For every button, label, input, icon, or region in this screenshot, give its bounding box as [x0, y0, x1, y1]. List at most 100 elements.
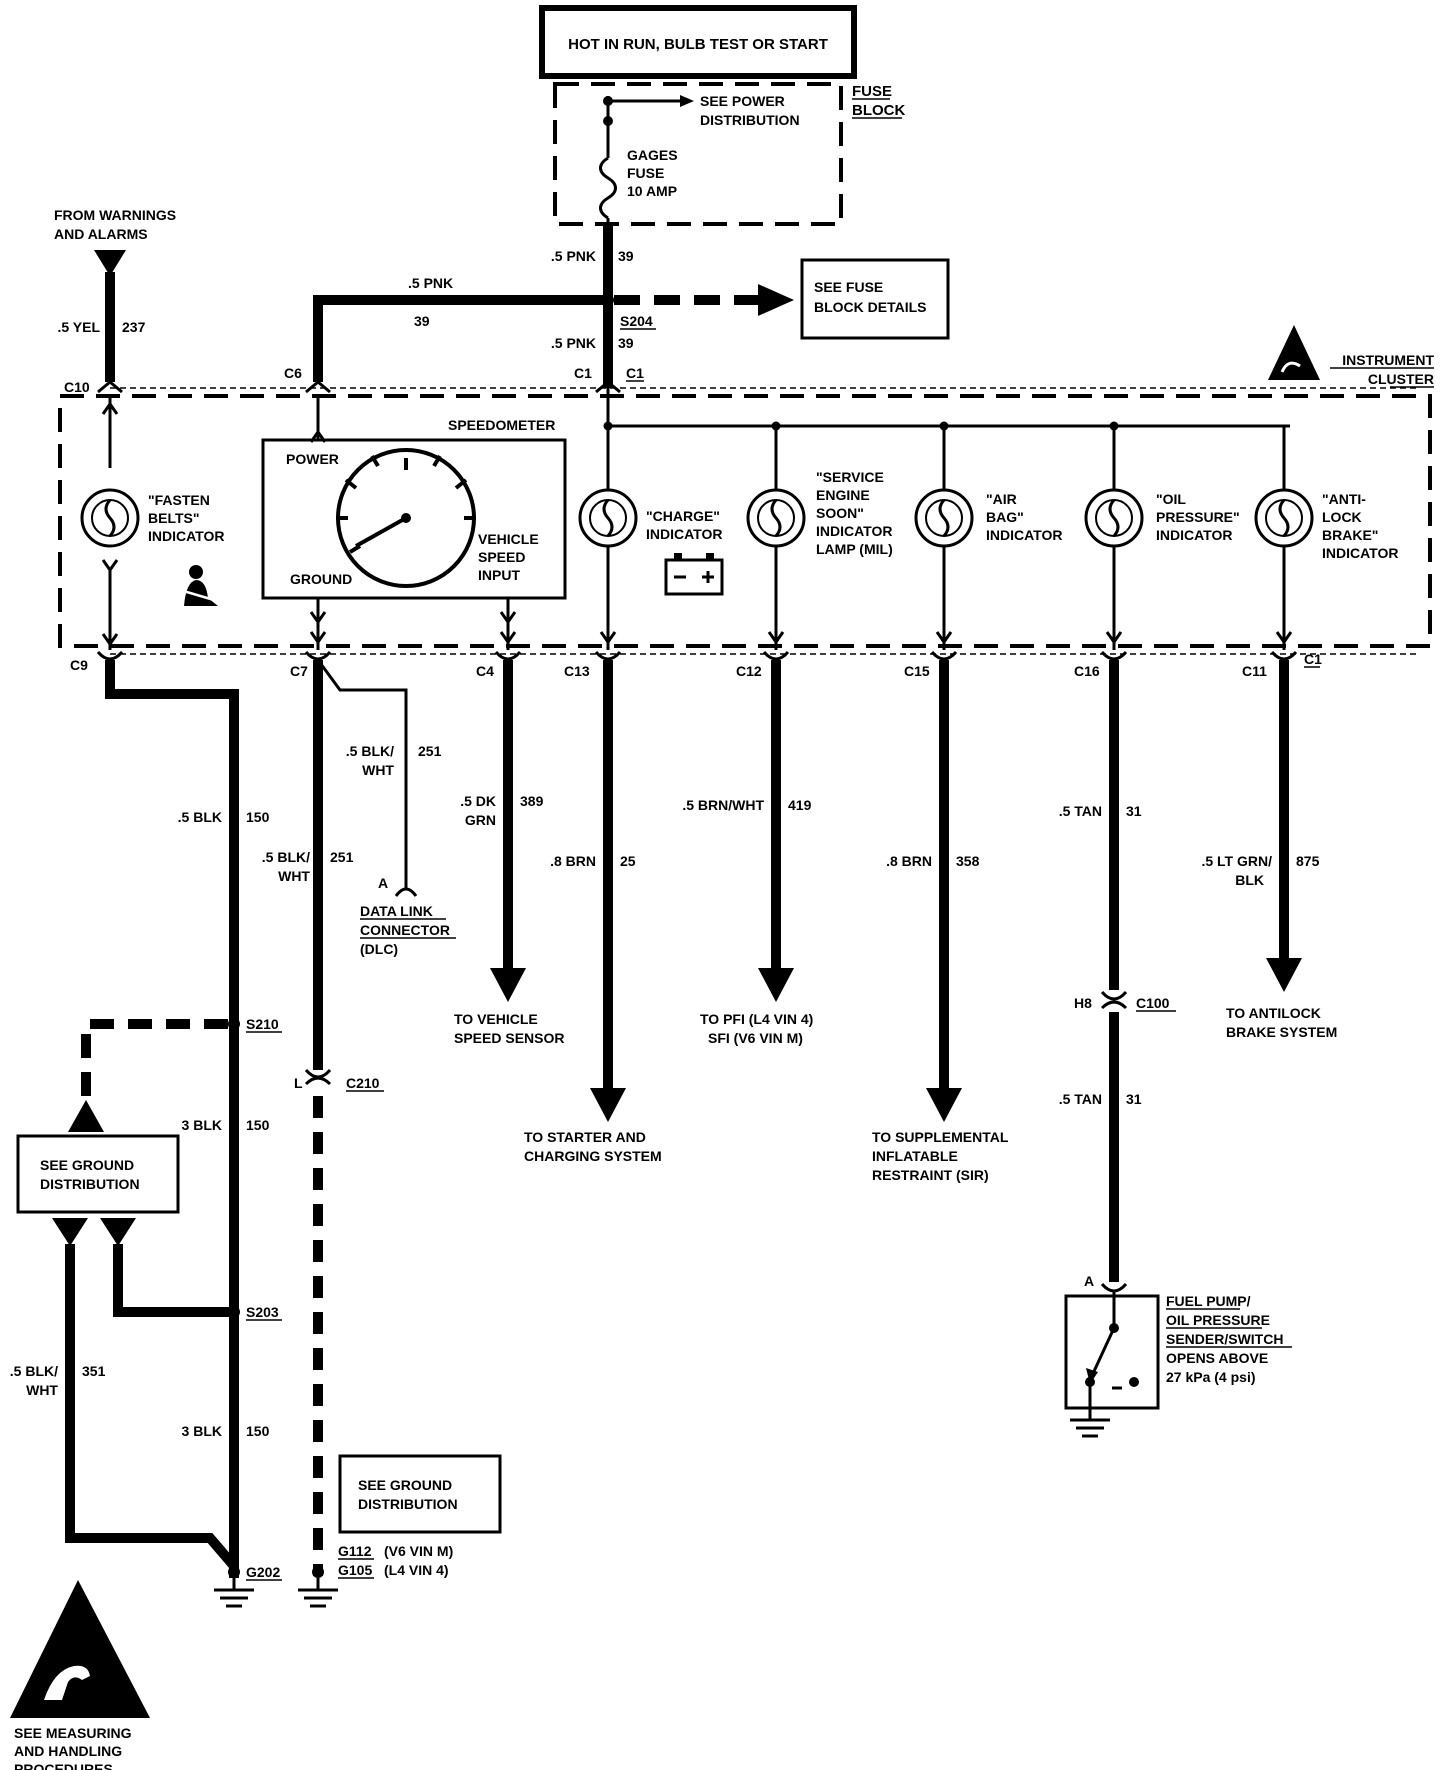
- wire-gnd-c-color: .5 BLK/WHT: [10, 1363, 59, 1398]
- from-warnings-arrow: [94, 250, 126, 276]
- wire-c16b-color: .5 TAN: [1059, 1091, 1102, 1107]
- ground-g202: G202: [246, 1564, 280, 1580]
- airbag-indicator: [914, 426, 974, 650]
- wire-pnk-circuit-1: 39: [618, 248, 634, 264]
- wire-gnd-a-circuit: 150: [246, 1117, 270, 1133]
- vss-arrow: [490, 968, 526, 1002]
- power-source-box: [539, 5, 857, 79]
- power-distribution-arrow: [680, 95, 694, 107]
- splice-s204-label: S204: [620, 313, 653, 329]
- wire-c7-dlc-circuit: 251: [418, 743, 442, 759]
- starter-arrow: [590, 1088, 626, 1122]
- wire-yel-circuit: 237: [122, 319, 146, 335]
- wire-c16-color: .5 TAN: [1059, 803, 1102, 819]
- wire-gnd-s203: [113, 1244, 234, 1317]
- connector-c11: C11: [1242, 663, 1267, 679]
- abs-arrow: [1266, 958, 1302, 992]
- connector-c15: C15: [904, 663, 930, 679]
- connector-c10: C10: [64, 379, 90, 395]
- esd-warning-icon: [10, 1580, 150, 1718]
- dlc-pin: A: [378, 875, 388, 891]
- wire-c4-circuit: 389: [520, 793, 544, 809]
- connector-c6: C6: [284, 365, 302, 381]
- wire-c13-circuit: 25: [620, 853, 636, 869]
- wire-c12-color: .5 BRN/WHT: [682, 797, 764, 813]
- wire-blk-150: [105, 660, 239, 1578]
- splice-s203-dot: [228, 1306, 240, 1318]
- connector-c210-pin: L: [294, 1075, 303, 1091]
- splice-s210-label: S210: [246, 1016, 279, 1032]
- g112-dot: [312, 1566, 324, 1578]
- wire-c13-color: .8 BRN: [550, 853, 596, 869]
- splice-s210-dot: [228, 1018, 240, 1030]
- ground-up-arrow: [68, 1100, 104, 1132]
- oil-pressure-indicator: [1084, 426, 1144, 650]
- ground-g112-note: (V6 VIN M): [384, 1543, 453, 1559]
- wire-c12-circuit: 419: [788, 797, 812, 813]
- ground-g112: G112: [338, 1543, 372, 1559]
- wire-pnk-circuit-2: 39: [618, 335, 634, 351]
- wire-c11-color: .5 LT GRN/BLK: [1201, 853, 1272, 888]
- ground-g105-note: (L4 VIN 4): [384, 1562, 449, 1578]
- speedometer-ground-label: GROUND: [290, 571, 352, 587]
- ground-g202-icon: [214, 1578, 254, 1608]
- abs-indicator: [1114, 424, 1314, 650]
- sir-arrow: [926, 1088, 962, 1122]
- speedometer-gauge-icon: [336, 448, 476, 588]
- wire-pnk-color-1: .5 PNK: [551, 248, 596, 264]
- charge-indicator: [578, 426, 638, 650]
- fuse-node-mid: [603, 116, 613, 126]
- wire-c7-dlc-color: .5 BLK/WHT: [346, 743, 395, 778]
- wire-c11-circuit: 875: [1296, 853, 1320, 869]
- ground-g112-icon: [298, 1578, 338, 1608]
- seat-belt-icon: [179, 565, 218, 606]
- ground-down-arrow-right: [100, 1218, 136, 1246]
- see-ground-right-box: [338, 1454, 502, 1534]
- connector-c100-pin: H8: [1074, 995, 1092, 1011]
- connector-c100: C100: [1136, 995, 1170, 1011]
- speedometer-label: SPEEDOMETER: [448, 417, 555, 433]
- ses-indicator: [746, 426, 806, 650]
- connector-c1-top-left: C1: [574, 365, 592, 381]
- power-source-label: HOT IN RUN, BULB TEST OR START: [568, 36, 828, 53]
- ground-down-arrow-left: [52, 1218, 88, 1246]
- wire-c16b-circuit: 31: [1126, 1091, 1142, 1107]
- wire-c7-main-color: .5 BLK/WHT: [262, 849, 311, 884]
- wire-gnd-351: [65, 1244, 238, 1570]
- speedometer-power-label: POWER: [286, 451, 339, 467]
- connector-c7: C7: [290, 663, 308, 679]
- connector-c12: C12: [736, 663, 762, 679]
- see-ground-left-box: [16, 1134, 180, 1214]
- wire-c9-color: .5 BLK: [178, 809, 222, 825]
- wire-s210-dashed: [81, 1019, 228, 1100]
- connector-c1-bottom: C1: [1304, 651, 1322, 667]
- wire-c7-main-circuit: 251: [330, 849, 354, 865]
- fuse-block-details-box: [800, 258, 950, 340]
- wire-pnk-color-2: .5 PNK: [551, 335, 596, 351]
- instrument-cluster-outline: [58, 394, 1432, 648]
- oil-pressure-switch-box: [1064, 1294, 1160, 1410]
- connector-c16: C16: [1074, 663, 1100, 679]
- wire-c16-circuit: 31: [1126, 803, 1142, 819]
- switch-pin: A: [1084, 1273, 1094, 1289]
- wire-pnk-branch-color: .5 PNK: [408, 275, 453, 291]
- oil-pressure-switch-icon: [1070, 1290, 1139, 1438]
- gages-fuse-symbol: [599, 156, 617, 220]
